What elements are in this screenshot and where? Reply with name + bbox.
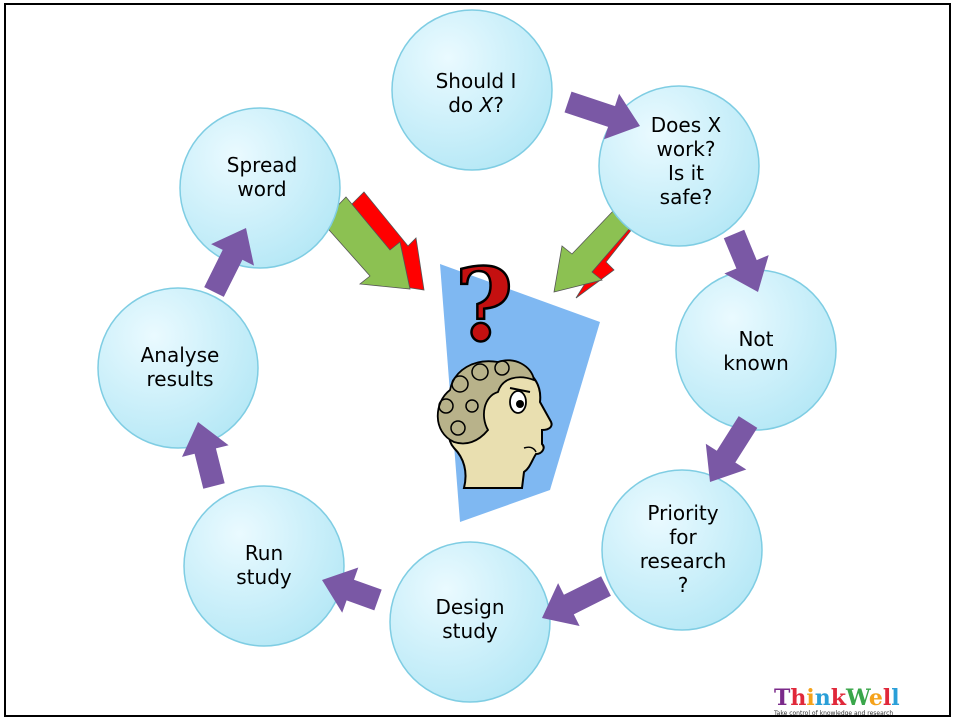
logo-letter: W [845,685,869,711]
circle-not-known [675,269,837,431]
cycle-arrow [204,228,254,297]
circle-spread-word [179,107,341,269]
slide-frame: ? [4,3,951,717]
logo-letter: T [774,685,791,711]
cycle-arrow [322,567,382,613]
circle-should-i-do-x [391,9,553,171]
cycle-arrow [542,576,611,626]
thinker-head-icon [436,359,553,489]
circle-design-study [389,541,551,703]
logo-tagline: Take control of knowledge and research [774,710,894,717]
thinkwell-logo: ThinkWell Take control of knowledge and … [766,685,926,717]
circle-analyse-results [97,287,259,449]
cycle-arrow [182,422,229,489]
spread-word-feedback-arrows [321,191,425,291]
cycle-arrow [723,229,769,292]
logo-letter: l [891,685,900,711]
logo-letter: k [830,685,846,711]
logo-letter: h [790,685,807,711]
question-mark-icon: ? [455,246,514,364]
cycle-arrow [705,416,758,482]
logo-letter: e [868,685,883,711]
cycle-diagram: ? [97,9,837,703]
logo-letter: i [806,685,815,711]
cycle-arrows [182,91,769,626]
cycle-arrow [564,91,640,140]
logo-letter: l [882,685,892,711]
green-arrow [553,209,645,293]
circle-priority-for-research [601,469,763,631]
circle-run-study [183,485,345,647]
logo-wordmark: ThinkWell [774,685,900,711]
green-arrow [321,196,411,290]
logo-letter: n [814,685,831,711]
